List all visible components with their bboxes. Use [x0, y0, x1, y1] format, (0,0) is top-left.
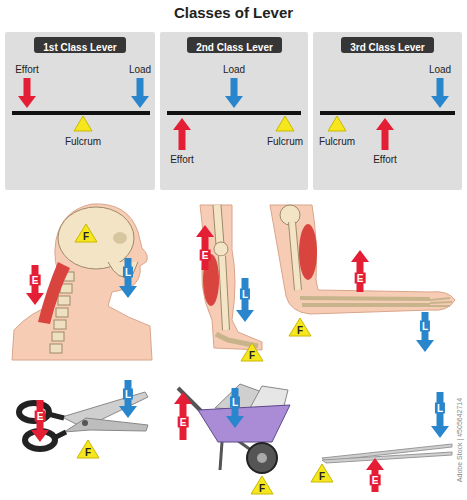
humerus — [292, 222, 298, 290]
scissor-ring — [19, 403, 49, 421]
lever-bar — [167, 111, 301, 115]
force-label: Effort — [170, 154, 194, 166]
femur — [217, 205, 220, 245]
tibia — [222, 256, 226, 330]
wheel-hub — [257, 453, 267, 463]
fulcrum-triangle — [251, 476, 273, 494]
header-pill: 2nd Class Lever — [187, 37, 282, 53]
panel-ground — [313, 32, 462, 190]
fulcrum-triangle — [311, 464, 333, 482]
force-label: Fulcrum — [267, 136, 303, 148]
vertebra — [54, 320, 66, 329]
effort-arrow — [24, 78, 31, 96]
load-letter: L — [420, 321, 430, 332]
head-silhouette — [12, 204, 152, 360]
fulcrum-triangle — [289, 318, 311, 336]
fulcrum-triangle — [241, 343, 263, 361]
effort-letter: E — [30, 275, 41, 286]
effort-letter: E — [178, 417, 189, 428]
skull — [58, 207, 134, 269]
fulcrum-triangle — [276, 116, 294, 131]
shoulder-joint — [280, 205, 300, 225]
vertebra — [50, 344, 62, 353]
fulcrum-triangle — [75, 224, 97, 242]
force-label: Load — [129, 64, 151, 76]
force-label: Load — [223, 64, 245, 76]
effort-arrow — [382, 130, 389, 150]
load-arrow — [437, 78, 444, 96]
lever-panel: LoadEffort Fulcrum 2nd Class Lever — [160, 32, 308, 190]
load-letter: L — [240, 289, 250, 300]
fulcrum-letter: F — [249, 350, 255, 361]
force-label: Effort — [15, 64, 39, 76]
panel-ground — [5, 32, 155, 190]
effort-letter: E — [370, 475, 381, 486]
lever-bar — [320, 111, 455, 115]
load-letter: L — [123, 389, 133, 400]
header-pill: 1st Class Lever — [34, 37, 126, 53]
watermark: Adobe Stock | #505642714 — [454, 396, 465, 484]
barrow-leg — [220, 442, 222, 470]
leg-silhouette — [200, 205, 262, 350]
neck-muscle — [38, 262, 70, 324]
arm-silhouette — [270, 205, 455, 314]
scissor-pivot — [82, 420, 88, 426]
femur — [217, 205, 220, 245]
load-arrow — [231, 78, 238, 96]
load-letter: L — [123, 267, 133, 278]
vertebra — [58, 296, 70, 305]
tibia — [222, 256, 226, 330]
force-label: Fulcrum — [65, 136, 101, 148]
effort-arrow — [179, 130, 186, 150]
eye-socket — [113, 232, 127, 244]
fulcrum-letter: F — [259, 483, 265, 494]
lever-panel: LoadFulcrumEffort 3rd Class Lever — [313, 32, 462, 190]
header-text: 1st Class Lever — [35, 40, 124, 56]
scissor-ring — [25, 431, 55, 449]
header-pill: 3rd Class Lever — [341, 37, 434, 53]
effort-letter: E — [355, 273, 366, 284]
fulcrum-triangle — [74, 116, 92, 131]
fulcrum-triangle — [328, 116, 346, 131]
barrow-tray — [198, 405, 290, 442]
forearm-bone — [300, 298, 430, 299]
panel-ground — [160, 32, 308, 190]
vertebra — [56, 308, 68, 317]
load-letter: L — [435, 403, 445, 414]
load-letter: L — [230, 397, 240, 408]
humerus — [292, 222, 298, 290]
barrow-wheel — [247, 443, 277, 473]
header-text: 2nd Class Lever — [188, 40, 281, 56]
fulcrum-letter: F — [319, 471, 325, 482]
lever-panel: Effort LoadFulcrum 1st Class Lever — [5, 32, 155, 190]
biceps-muscle — [299, 224, 317, 280]
effort-letter: E — [200, 250, 211, 261]
force-label: Fulcrum — [319, 136, 355, 148]
tweezer-arm — [322, 452, 452, 463]
vertebra — [52, 332, 64, 341]
force-label: Effort — [373, 154, 397, 166]
force-label: Load — [429, 64, 451, 76]
load-arrow — [137, 78, 144, 96]
knee — [214, 242, 228, 256]
fulcrum-letter: F — [85, 447, 91, 458]
effort-letter: E — [35, 411, 46, 422]
fulcrum-triangle — [77, 440, 99, 458]
fulcrum-letter: F — [83, 231, 89, 242]
scissor-blade — [64, 418, 148, 432]
rock — [250, 386, 288, 408]
hand-bones — [430, 298, 452, 306]
forearm-bone — [302, 303, 430, 307]
header-text: 3rd Class Lever — [342, 40, 433, 56]
fulcrum-letter: F — [297, 325, 303, 336]
jaw — [108, 262, 138, 277]
lever-bar — [12, 111, 150, 115]
diagram-title: Classes of Lever — [0, 4, 467, 21]
